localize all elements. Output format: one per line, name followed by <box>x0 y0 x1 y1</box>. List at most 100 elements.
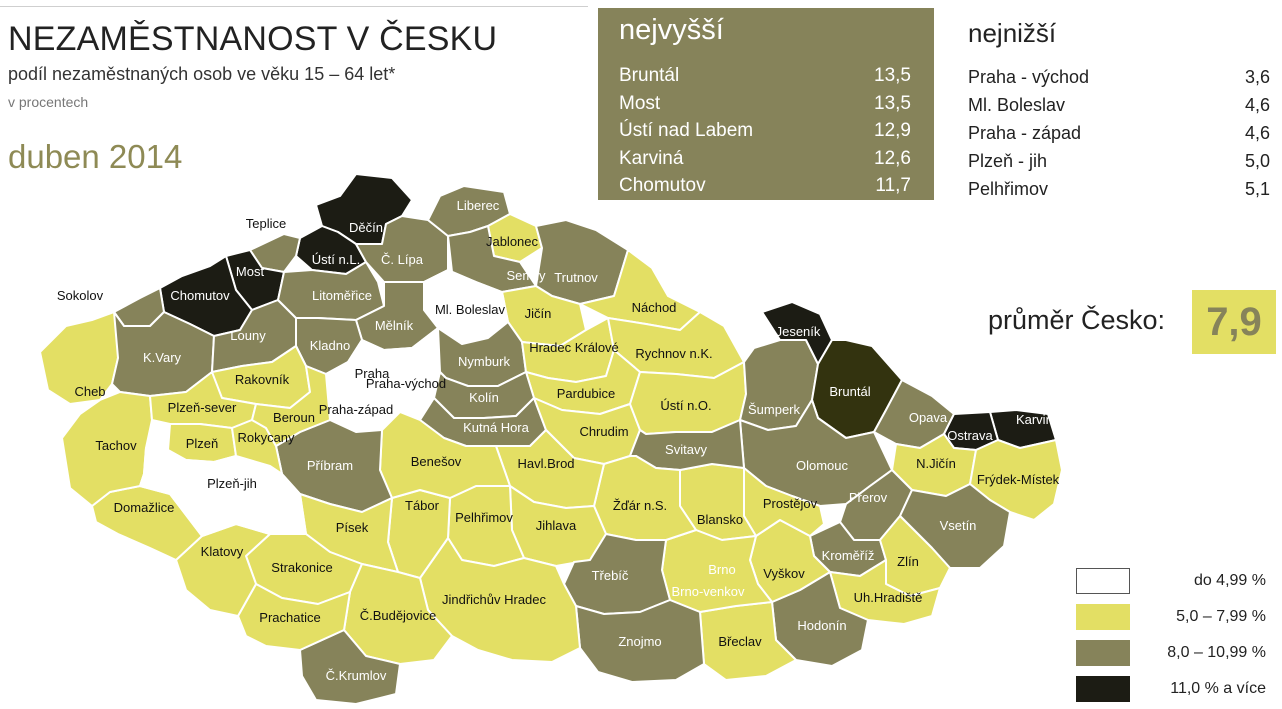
region-label: Pelhřimov <box>455 510 513 525</box>
region-label: Vyškov <box>763 566 805 581</box>
lowest-item: Pelhřimov 5,1 <box>968 175 1270 203</box>
region-trutnov <box>535 219 629 305</box>
lowest-item-value: 3,6 <box>1244 67 1270 87</box>
legend-item: 8,0 – 10,99 % <box>1074 640 1274 668</box>
legend-label: 11,0 % a více <box>1170 680 1266 697</box>
region-label: Břeclav <box>718 634 762 649</box>
region-label: Plzeň-jih <box>207 476 257 491</box>
region-label: Praha-západ <box>319 402 393 417</box>
legend-label: do 4,99 % <box>1193 572 1266 589</box>
region-label: Teplice <box>246 216 286 231</box>
region-label: Louny <box>230 328 266 343</box>
region-label: Písek <box>336 520 369 535</box>
region-label: Domažlice <box>114 500 175 515</box>
page-title: NEZAMĚSTNANOST V ČESKU <box>8 20 498 58</box>
region-label: Blansko <box>697 512 743 527</box>
highest-item-name: Karviná <box>619 147 684 169</box>
region-label: Č.Budějovice <box>360 608 437 623</box>
region-label: Ústí n.O. <box>660 398 711 413</box>
region-label: Prostějov <box>763 496 818 511</box>
region-label: Benešov <box>411 454 462 469</box>
legend-item: do 4,99 % <box>1074 568 1274 596</box>
region-label: Mělník <box>375 318 414 333</box>
lowest-item-name: Ml. Boleslav <box>968 95 1066 115</box>
highest-item-name: Chomutov <box>619 175 706 196</box>
region-label: Rakovník <box>235 372 290 387</box>
legend-item: 11,0 % a více <box>1074 676 1274 704</box>
lowest-item-name: Praha - východ <box>968 67 1090 87</box>
region-label: Znojmo <box>618 634 661 649</box>
region-label: Rychnov n.K. <box>635 346 712 361</box>
region-label: Frýdek-Místek <box>977 472 1060 487</box>
region-label: Plzeň-sever <box>168 400 237 415</box>
highest-item-name: Ústí nad Labem <box>619 120 754 141</box>
highest-item: Ústí nad Labem 12,9 <box>619 117 911 145</box>
region-label: Svitavy <box>665 442 707 457</box>
region-label: Č. Lípa <box>381 252 424 267</box>
region-plzen-jih <box>139 447 307 537</box>
region-label: Brno <box>708 562 735 577</box>
legend-swatch <box>1076 640 1130 666</box>
page-subtitle: podíl nezaměstnaných osob ve věku 15 – 6… <box>8 64 396 84</box>
legend-swatch <box>1076 676 1130 702</box>
region-prachatice <box>237 583 351 651</box>
region-label: Tábor <box>405 498 440 513</box>
region-label: Tachov <box>95 438 137 453</box>
region-label: Třebíč <box>592 568 629 583</box>
highest-title: nejvyšší <box>619 14 724 46</box>
region-label: Nymburk <box>458 354 511 369</box>
region-label: Cheb <box>74 384 105 399</box>
region-label: Litoměřice <box>312 288 372 303</box>
region-c-krumlov <box>299 629 401 705</box>
legend-item: 5,0 – 7,99 % <box>1074 604 1274 632</box>
region-label: Liberec <box>457 198 500 213</box>
top-divider <box>0 6 588 7</box>
highest-item-value: 13,5 <box>874 65 911 86</box>
average-label: průměr Česko: <box>988 305 1166 335</box>
region-znojmo <box>575 599 705 683</box>
region-label: Beroun <box>273 410 315 425</box>
legend: do 4,99 % 5,0 – 7,99 % 8,0 – 10,99 % 11,0 %… <box>1074 568 1274 708</box>
region-label: Pardubice <box>557 386 616 401</box>
region-label: Jablonec <box>486 234 539 249</box>
region-label: Vsetín <box>940 518 977 533</box>
highest-item-value: 12,9 <box>874 120 911 141</box>
lowest-title: nejnižší <box>968 18 1057 48</box>
region-label: Kutná Hora <box>463 420 530 435</box>
region-beroun <box>251 365 331 447</box>
region-label: Havl.Brod <box>517 456 574 471</box>
legend-swatch <box>1076 604 1130 630</box>
lowest-item-value: 4,6 <box>1244 123 1270 143</box>
region-label: Prachatice <box>259 610 320 625</box>
region-label: Jihlava <box>536 518 577 533</box>
highest-item: Bruntál 13,5 <box>619 62 911 90</box>
region-label: N.Jičín <box>916 456 956 471</box>
lowest-item: Praha - východ 3,6 <box>968 63 1270 91</box>
region-label: Jeseník <box>776 324 821 339</box>
region-label: Ml. Boleslav <box>435 302 506 317</box>
highest-item-value: 13,5 <box>874 92 911 114</box>
lowest-item-name: Pelhřimov <box>968 179 1049 199</box>
highest-item-name: Bruntál <box>619 65 680 86</box>
lowest-item-value: 5,1 <box>1244 179 1270 199</box>
region-label: Jičín <box>525 306 552 321</box>
region-label: Ostrava <box>947 428 993 443</box>
legend-swatch <box>1076 568 1130 594</box>
average-badge: 7,9 <box>1192 290 1276 354</box>
region-label: Náchod <box>632 300 677 315</box>
region-label: Uh.Hradiště <box>854 590 923 605</box>
region-label: Zlín <box>897 554 919 569</box>
region-label: Olomouc <box>796 458 849 473</box>
date-label: duben 2014 <box>8 138 183 175</box>
region-label: Kroměříž <box>822 548 875 563</box>
region-label: Klatovy <box>201 544 244 559</box>
region-label: Plzeň <box>186 436 219 451</box>
region-label: Brno-venkov <box>672 584 745 599</box>
region-label: Děčín <box>349 220 383 235</box>
